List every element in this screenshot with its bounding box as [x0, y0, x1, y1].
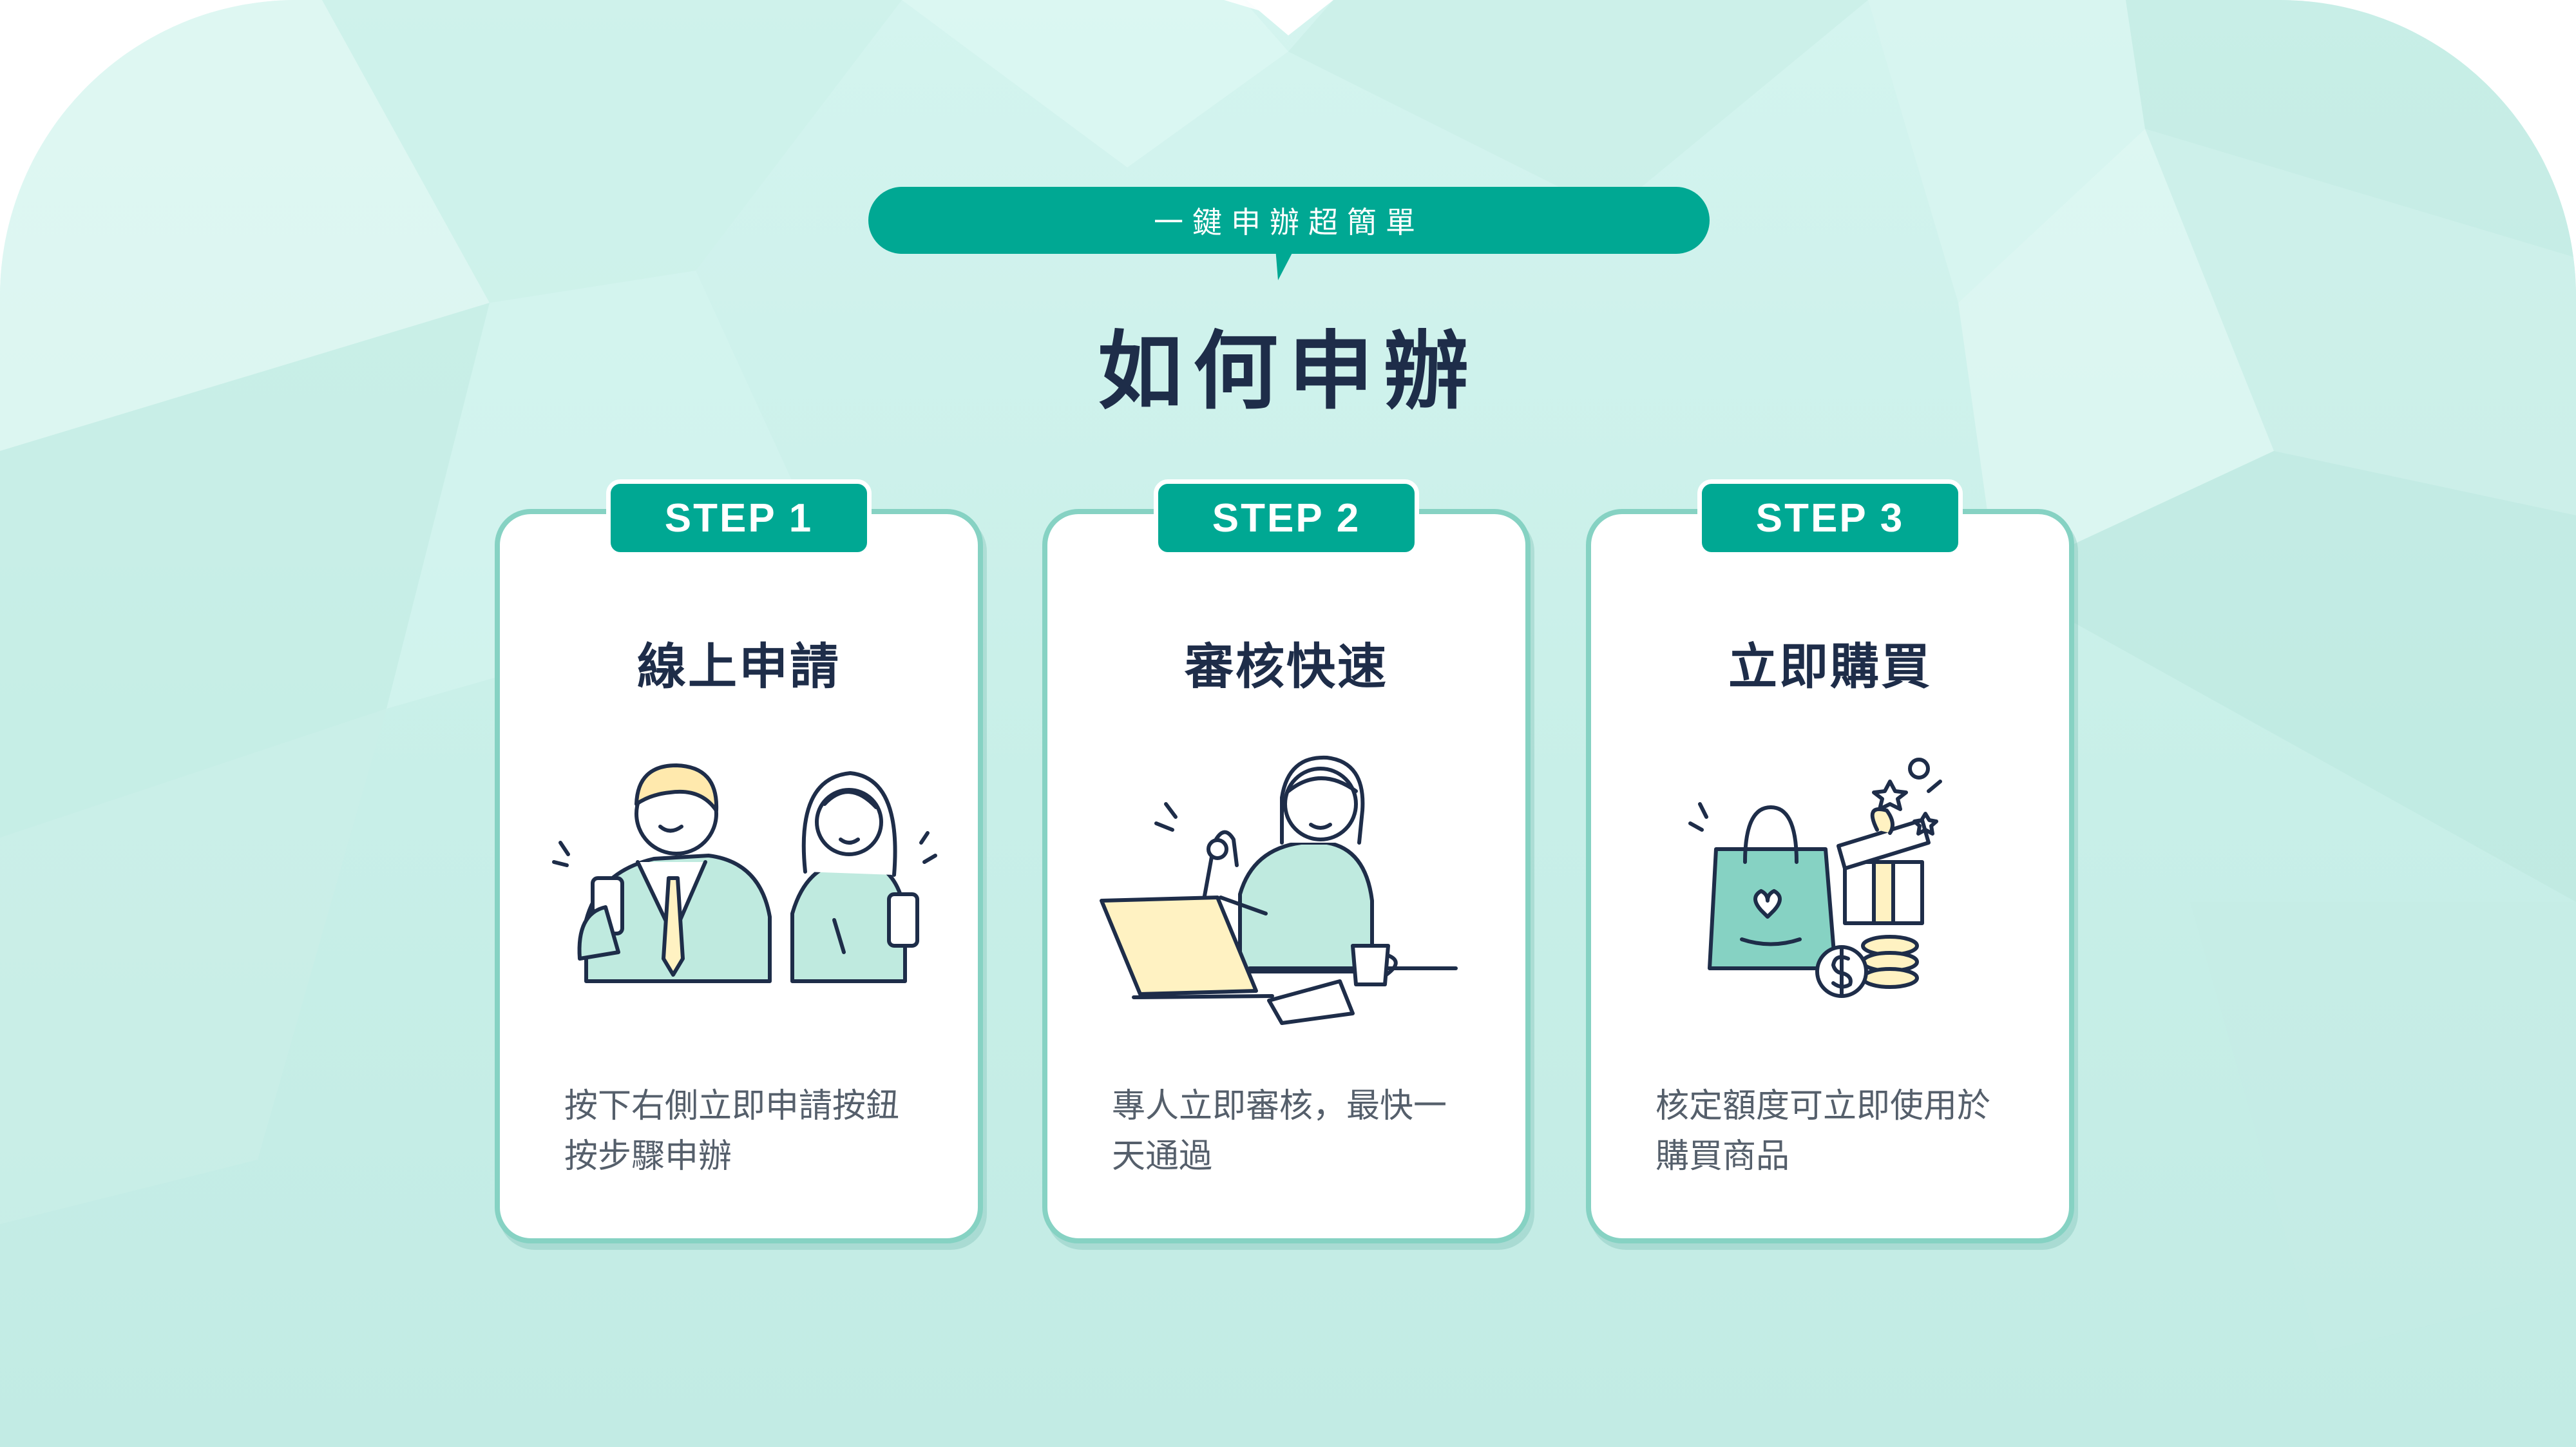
shopping-bag-gift-coins-icon	[1688, 758, 1942, 998]
step-3-badge-label: STEP 3	[1755, 495, 1905, 541]
step-3-desc-line-1: 核定額度可立即使用於	[1655, 1087, 1991, 1126]
step-1-desc-line-1: 按下右側立即申請按鈕	[564, 1087, 900, 1126]
people-with-phones-icon	[552, 763, 937, 983]
step-3-desc-line-2: 購買商品	[1655, 1137, 1790, 1176]
step-3-badge: STEP 3	[1697, 479, 1963, 557]
step-card-1: 線上申請 按下右側立即申請按鈕 按步驟申辦	[495, 509, 983, 1243]
step-1-badge: STEP 1	[606, 479, 872, 557]
step-2-description: 專人立即審核，最快一 天通過	[1112, 1081, 1487, 1182]
step-card-2: 審核快速 專人立即審核，最快一 天通過	[1042, 509, 1531, 1243]
step-1-title: 線上申請	[637, 638, 841, 695]
step-1-badge-label: STEP 1	[664, 495, 814, 541]
pill-pointer	[1275, 248, 1295, 280]
tagline-pill: 一鍵申辦超簡單	[868, 187, 1710, 254]
reviewer-laptop-icon	[1100, 755, 1458, 1025]
step-1-description: 按下右側立即申請按鈕 按步驟申辦	[564, 1081, 939, 1182]
step-2-desc-line-2: 天通過	[1112, 1137, 1213, 1176]
page-title: 如何申辦	[1098, 322, 1479, 421]
step-2-desc-line-1: 專人立即審核，最快一	[1112, 1087, 1447, 1126]
step-2-badge: STEP 2	[1154, 479, 1419, 557]
step-2-title: 審核快速	[1185, 638, 1388, 695]
tagline-text: 一鍵申辦超簡單	[1154, 205, 1424, 240]
step-card-3: 立即購買 核定額度可立即使用於 購買商	[1586, 509, 2074, 1243]
step-2-badge-label: STEP 2	[1212, 495, 1361, 541]
step-1-desc-line-2: 按步驟申辦	[564, 1137, 732, 1176]
step-3-description: 核定額度可立即使用於 購買商品	[1655, 1081, 2030, 1182]
step-3-title: 立即購買	[1728, 638, 1932, 695]
